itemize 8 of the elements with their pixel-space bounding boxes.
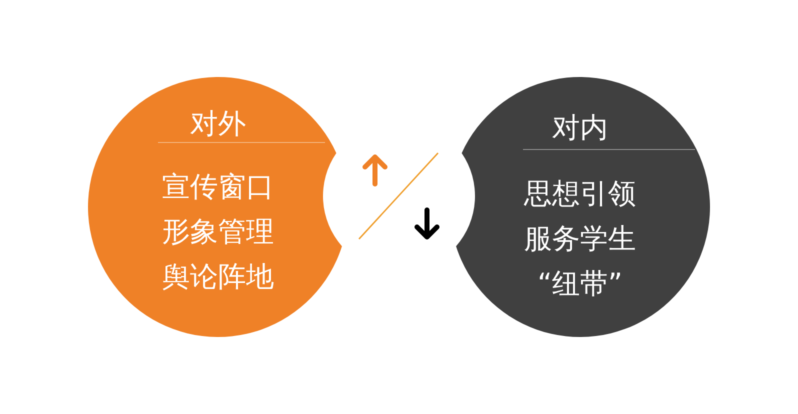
heading: 对外 — [189, 107, 247, 141]
item-text: 形象管理 — [161, 215, 275, 249]
item-text: “纽带” — [536, 267, 624, 301]
item-text: 思想引领 — [522, 177, 637, 211]
heading: 对内 — [551, 111, 609, 145]
item-text: 宣传窗口 — [161, 170, 275, 204]
item-text: 舆论阵地 — [161, 260, 275, 294]
item-text: 服务学生 — [523, 222, 637, 256]
